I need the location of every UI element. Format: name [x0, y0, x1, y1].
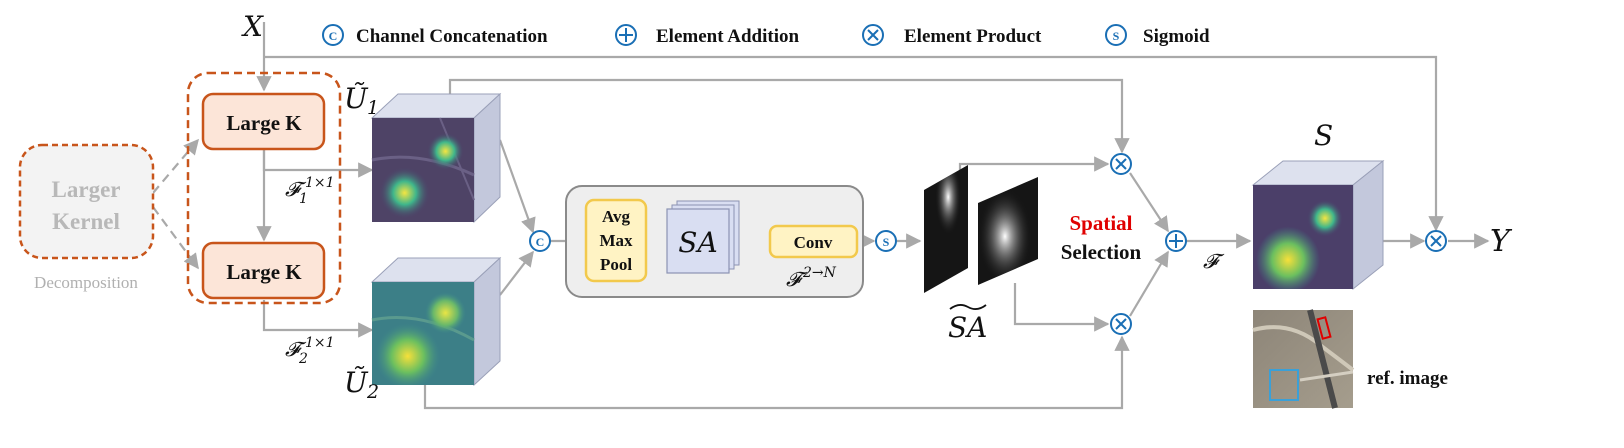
u2-feature-cube [370, 256, 502, 387]
input-x-label: X [241, 10, 264, 43]
larger-kernel-line2: Kernel [52, 209, 120, 234]
svg-text:SA: SA [678, 226, 717, 259]
large-k-label-2: Large K [226, 260, 302, 284]
output-y-label: Y [1490, 224, 1513, 259]
ref-image [1252, 309, 1355, 409]
pool-box: Avg Max Pool [584, 198, 648, 283]
product-node-upper [1110, 153, 1132, 175]
larger-kernel-line1: Larger [52, 177, 121, 202]
u1-label: Ũ 1 [344, 82, 379, 119]
conv-box: Conv [768, 224, 859, 259]
large-k-group [186, 71, 342, 305]
product-icon [862, 24, 884, 46]
svg-text:2: 2 [366, 381, 379, 403]
concat-node [529, 230, 551, 252]
concat-icon [322, 24, 344, 46]
u2-label: Ũ 2 [344, 366, 379, 403]
legend: C Channel Concatenation Element Addition… [322, 24, 1210, 47]
large-k-label-1: Large K [226, 111, 302, 135]
svg-text:2: 2 [298, 351, 308, 367]
selection-label: Selection [1061, 240, 1142, 264]
s-label: S [1314, 119, 1333, 152]
svg-text:Ũ: Ũ [344, 82, 369, 115]
legend-sigmoid-label: Sigmoid [1143, 26, 1210, 47]
svg-text:SA: SA [948, 311, 987, 344]
svg-text:Ũ: Ũ [344, 366, 369, 399]
larger-kernel-block: Larger Kernel [18, 143, 155, 260]
decomposition-caption: Decomposition [34, 273, 138, 292]
sa-map-1 [924, 165, 968, 293]
sigmoid-node [875, 230, 897, 252]
legend-product-label: Element Product [904, 26, 1042, 47]
large-k-box-1: Large K [201, 92, 326, 151]
svg-text:1×1: 1×1 [305, 175, 335, 191]
sigmoid-node-letter: S [883, 235, 890, 249]
svg-text:1: 1 [367, 97, 379, 119]
svg-text:2→N: 2→N [802, 265, 837, 281]
legend-concat-label: Channel Concatenation [356, 26, 548, 47]
u1-feature-cube [370, 92, 502, 224]
sigmoid-icon [1105, 24, 1127, 46]
sa-tilde-label: SA [948, 304, 987, 344]
add-node [1165, 230, 1187, 252]
f1-label: 𝓕 1 1×1 [285, 175, 335, 207]
svg-text:Pool: Pool [600, 255, 632, 274]
svg-text:Max: Max [599, 231, 633, 250]
large-k-box-2: Large K [201, 241, 326, 300]
concat-icon-letter: C [329, 29, 338, 43]
svg-text:1×1: 1×1 [305, 335, 335, 351]
ref-image-caption: ref. image [1367, 368, 1448, 389]
svg-text:Avg: Avg [602, 207, 631, 226]
sigmoid-icon-letter: S [1113, 29, 1120, 43]
legend-add-label: Element Addition [656, 26, 799, 47]
s-feature-cube [1251, 159, 1385, 291]
product-node-lower [1110, 313, 1132, 335]
sa-map-2 [978, 177, 1038, 285]
concat-node-letter: C [536, 235, 545, 249]
svg-text:1: 1 [299, 191, 308, 207]
f2-label: 𝓕 2 1×1 [285, 335, 335, 367]
f-output-label: 𝓕 [1203, 249, 1225, 273]
spatial-label: Spatial [1069, 211, 1132, 235]
product-node-final [1425, 230, 1447, 252]
add-icon [615, 24, 637, 46]
sa-stack: SA [666, 200, 740, 274]
svg-text:Conv: Conv [794, 233, 833, 252]
